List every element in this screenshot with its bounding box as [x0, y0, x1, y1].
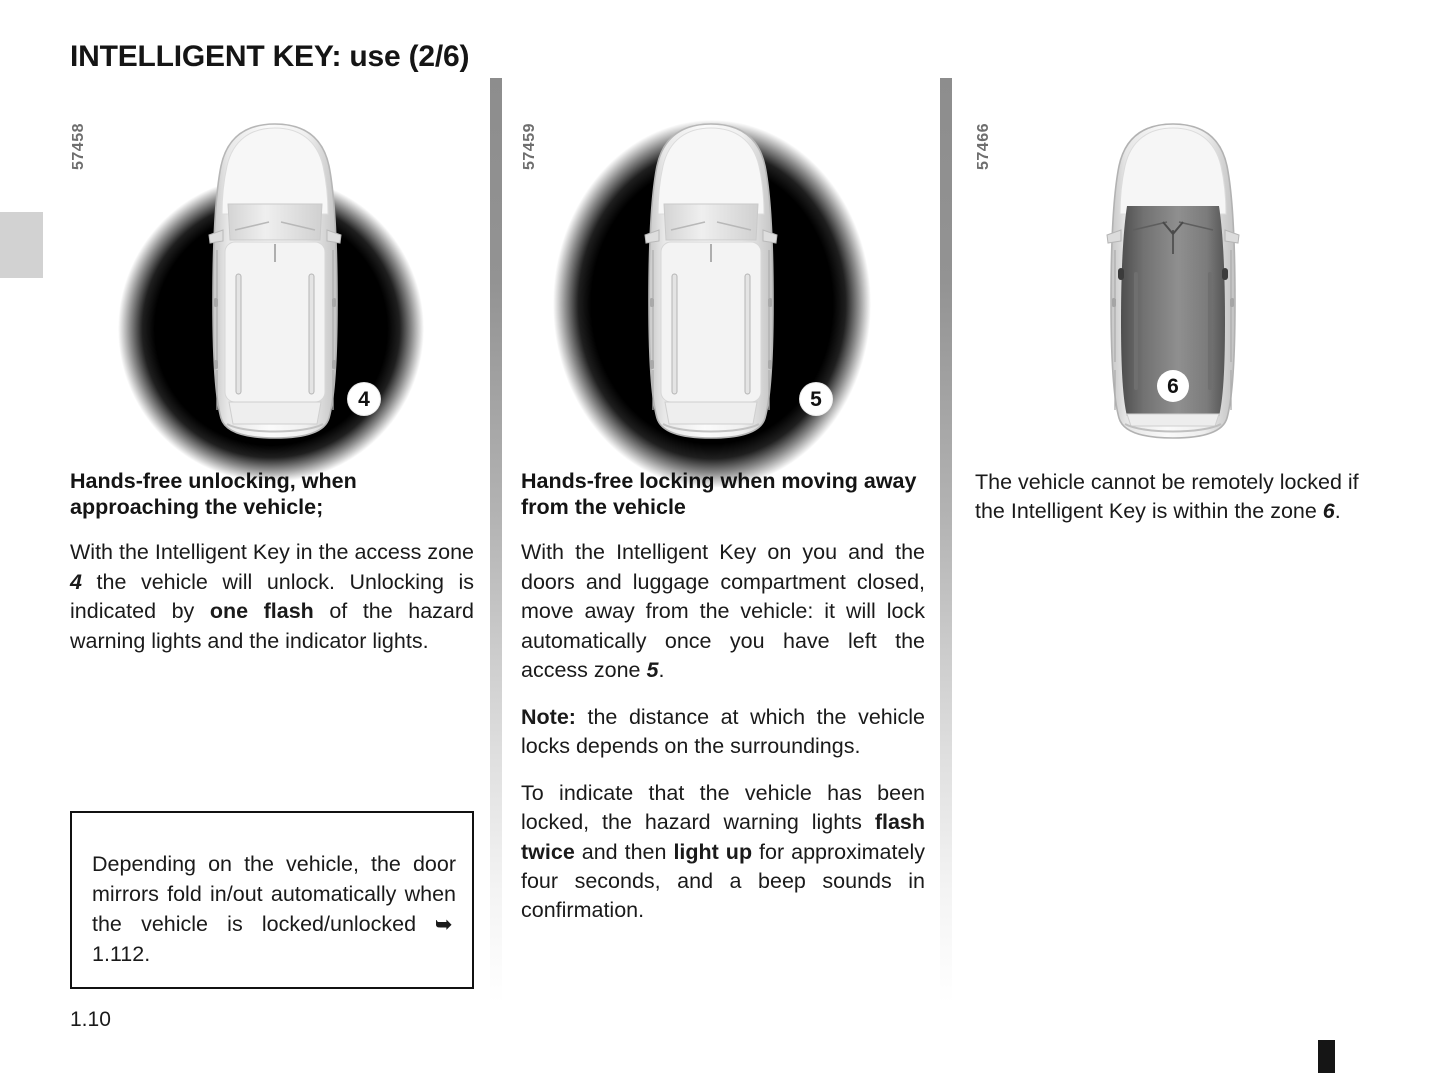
column-separator-1 — [490, 78, 502, 1003]
column-separator-2 — [940, 78, 952, 1003]
zone-badge-5: 5 — [800, 383, 832, 415]
column-1-heading: Hands-free unlocking, when approaching t… — [70, 469, 357, 520]
page-number: 1.10 — [70, 1008, 111, 1031]
note-box-text: Depending on the vehicle, the door mirro… — [92, 852, 456, 967]
zone-badge-6: 6 — [1157, 370, 1189, 402]
content-column-2: 57459 — [521, 78, 925, 926]
zone-badge-4: 4 — [348, 383, 380, 415]
figure-stage: 6 — [975, 78, 1379, 468]
page-corner-mark — [1318, 1040, 1335, 1073]
car-top-view-icon — [208, 123, 342, 439]
figure-access-zone-lock: 57459 — [521, 78, 925, 488]
column-2-paragraph-3: To indicate that the vehicle has been lo… — [521, 780, 925, 923]
car-top-view-icon — [1106, 123, 1240, 439]
column-3-paragraph-1: The vehicle cannot be remotely locked if… — [975, 470, 1359, 524]
page-edge-tab — [0, 212, 43, 278]
figure-stage: 4 — [70, 78, 474, 482]
column-2-paragraph-1: With the Intelligent Key on you and the … — [521, 540, 925, 683]
column-1-paragraph-1: With the Intelligent Key in the access z… — [70, 540, 474, 653]
column-2-paragraph-2: Note: the distance at which the vehicle … — [521, 704, 925, 759]
content-column-3: 57466 — [975, 78, 1379, 527]
car-top-view-icon — [644, 123, 778, 439]
figure-interior-zone: 57466 — [975, 78, 1379, 468]
page-title: INTELLIGENT KEY: use (2/6) — [70, 40, 470, 74]
figure-access-zone-unlock: 57458 — [70, 78, 474, 482]
note-box: Depending on the vehicle, the door mirro… — [70, 811, 474, 989]
figure-stage: 5 — [521, 78, 925, 488]
content-column-1: 57458 — [70, 78, 474, 656]
